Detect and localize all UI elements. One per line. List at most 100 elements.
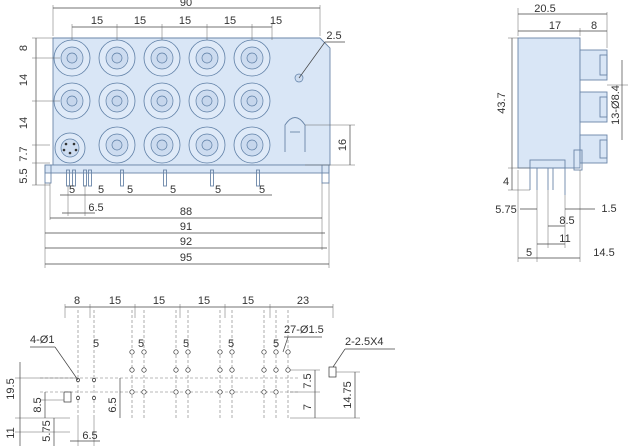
front-pin-dim-2: 5	[98, 184, 104, 196]
jack-pin	[246, 52, 258, 64]
pcb-pin-hole	[273, 349, 279, 355]
pcb-pitch-3: 5	[183, 338, 189, 350]
side-jack-2	[579, 91, 608, 123]
side-latch	[573, 149, 583, 171]
pcb-pin-hole	[273, 367, 279, 373]
front-pitch-1: 15	[91, 15, 103, 27]
jack-pin	[111, 52, 123, 64]
front-din-connector	[54, 132, 86, 164]
front-dim-total: 90	[180, 0, 192, 9]
pcb-pitch-5: 5	[273, 338, 279, 350]
front-pin-dim-4: 5	[170, 184, 176, 196]
front-latch	[284, 117, 306, 152]
front-pitch-5: 15	[270, 15, 282, 27]
pcb-pitch-2: 5	[138, 338, 144, 350]
front-left-dim-4: 7.7	[18, 146, 30, 161]
front-pin-dim-1: 5	[69, 184, 75, 196]
front-total-95: 95	[180, 252, 192, 264]
front-jacks	[53, 39, 271, 164]
front-pin-dim-5: 5	[215, 184, 221, 196]
pcb-pin-hole	[285, 367, 291, 373]
side-jack-1-tip	[599, 54, 608, 76]
jack-pin	[201, 95, 213, 107]
front-left-foot	[44, 164, 52, 184]
pcb-slot-right	[328, 366, 337, 378]
side-offset-left: 5.75	[495, 204, 516, 216]
pcb-pin-hole	[185, 389, 191, 395]
front-pin	[163, 169, 167, 187]
pcb-pin-hole	[129, 367, 135, 373]
jack-pin	[111, 95, 123, 107]
side-bottom-right: 14.5	[593, 247, 614, 259]
pcb-pitch-4: 5	[228, 338, 234, 350]
front-left-dim-2: 14	[18, 74, 30, 86]
pcb-pin-hole	[261, 389, 267, 395]
front-pin	[88, 169, 92, 187]
pcb-pin-hole	[185, 349, 191, 355]
pcb-pin-hole	[129, 349, 135, 355]
side-jack-1	[579, 49, 608, 81]
side-body	[517, 37, 581, 169]
side-right-small: 1.5	[601, 203, 616, 215]
pcb-top-dim-6: 23	[297, 295, 309, 307]
pcb-pin-holes: 27-Ø1.5	[284, 324, 324, 336]
pcb-bottom-dim: 6.5	[82, 430, 97, 442]
pcb-pin-hole	[285, 349, 291, 355]
front-pin	[120, 169, 124, 187]
side-jack-2-tip	[599, 96, 608, 118]
pcb-pin-hole	[217, 367, 223, 373]
pcb-slot-holes: 2-2.5X4	[345, 336, 384, 348]
pcb-mount-hole	[92, 396, 96, 400]
jack-pin	[246, 95, 258, 107]
pcb-mount-holes: 4-Ø1	[30, 334, 54, 346]
jack-pin	[246, 139, 258, 151]
pcb-pin-hole	[261, 349, 267, 355]
front-pin-offset: 6.5	[88, 202, 103, 214]
pcb-slot-left	[63, 391, 72, 403]
front-pin-dim-6: 5	[259, 184, 265, 196]
front-pitch-4: 15	[224, 15, 236, 27]
pcb-layout: 8 15 15 15 15 23 5 5 5 5 5 4-Ø1 27-Ø1.5 …	[5, 295, 395, 446]
pcb-pin-hole	[261, 367, 267, 373]
pcb-inner-dim: 6.5	[107, 397, 119, 412]
pcb-right-dim-7-5: 7.5	[302, 373, 314, 388]
pcb-right-dim-14-75: 14.75	[342, 381, 354, 409]
pcb-pin-hole	[229, 349, 235, 355]
jack-pin	[201, 52, 213, 64]
pcb-pin-hole	[141, 367, 147, 373]
pcb-pin-hole	[129, 389, 135, 395]
pcb-pin-hole	[217, 349, 223, 355]
front-pin	[210, 169, 214, 187]
pcb-left-dim-11: 11	[5, 427, 17, 438]
pcb-pitch-1: 5	[93, 338, 99, 350]
side-dim-8: 8	[591, 20, 597, 32]
pcb-pin-hole	[173, 367, 179, 373]
pcb-right-dim-7: 7	[302, 404, 314, 410]
front-pitch-3: 15	[179, 15, 191, 27]
front-pin-dim-3: 5	[127, 184, 133, 196]
side-view: 20.5 17 8 43.7 13-Ø8.4 4 5.75 1.5 8.5 11…	[495, 3, 628, 262]
pcb-left-dim-19-5: 19.5	[5, 378, 17, 399]
jack-pin	[66, 52, 78, 64]
front-pin	[72, 169, 76, 187]
jack-pin	[156, 139, 168, 151]
pcb-left-dim-5-75: 5.75	[41, 420, 53, 441]
pcb-pin-hole	[229, 367, 235, 373]
jack-pin	[156, 95, 168, 107]
front-left-dim-5: 5.5	[18, 168, 30, 183]
front-total-92: 92	[180, 236, 192, 248]
pcb-mount-hole	[92, 378, 96, 382]
pcb-pin-hole	[217, 389, 223, 395]
side-pin-width: 8.5	[559, 215, 574, 227]
front-hole-dia: 2.5	[326, 30, 341, 42]
pcb-top-dim-2: 15	[109, 295, 121, 307]
jack-pin	[66, 95, 78, 107]
pcb-pin-hole	[141, 389, 147, 395]
pcb-top-dim-5: 15	[242, 295, 254, 307]
jack-pin	[201, 139, 213, 151]
side-height: 43.7	[496, 92, 508, 113]
front-pitch-2: 15	[134, 15, 146, 27]
pcb-top-dim-1: 8	[74, 295, 80, 307]
jack-pin	[111, 139, 123, 151]
